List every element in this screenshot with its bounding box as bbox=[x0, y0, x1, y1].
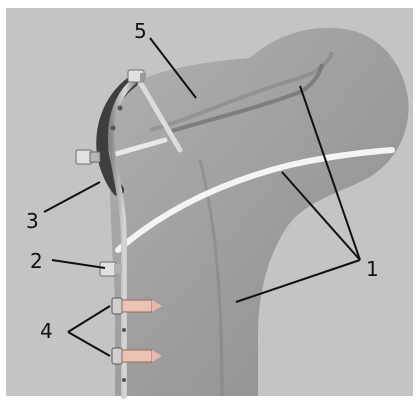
nut-lower bbox=[100, 262, 122, 276]
nut-left bbox=[76, 150, 100, 164]
label-1: 1 bbox=[366, 257, 379, 281]
label-2: 2 bbox=[30, 249, 43, 273]
label-5: 5 bbox=[134, 19, 147, 43]
label-3: 3 bbox=[26, 209, 39, 233]
label-4: 4 bbox=[40, 319, 53, 343]
nut-top bbox=[128, 70, 146, 82]
